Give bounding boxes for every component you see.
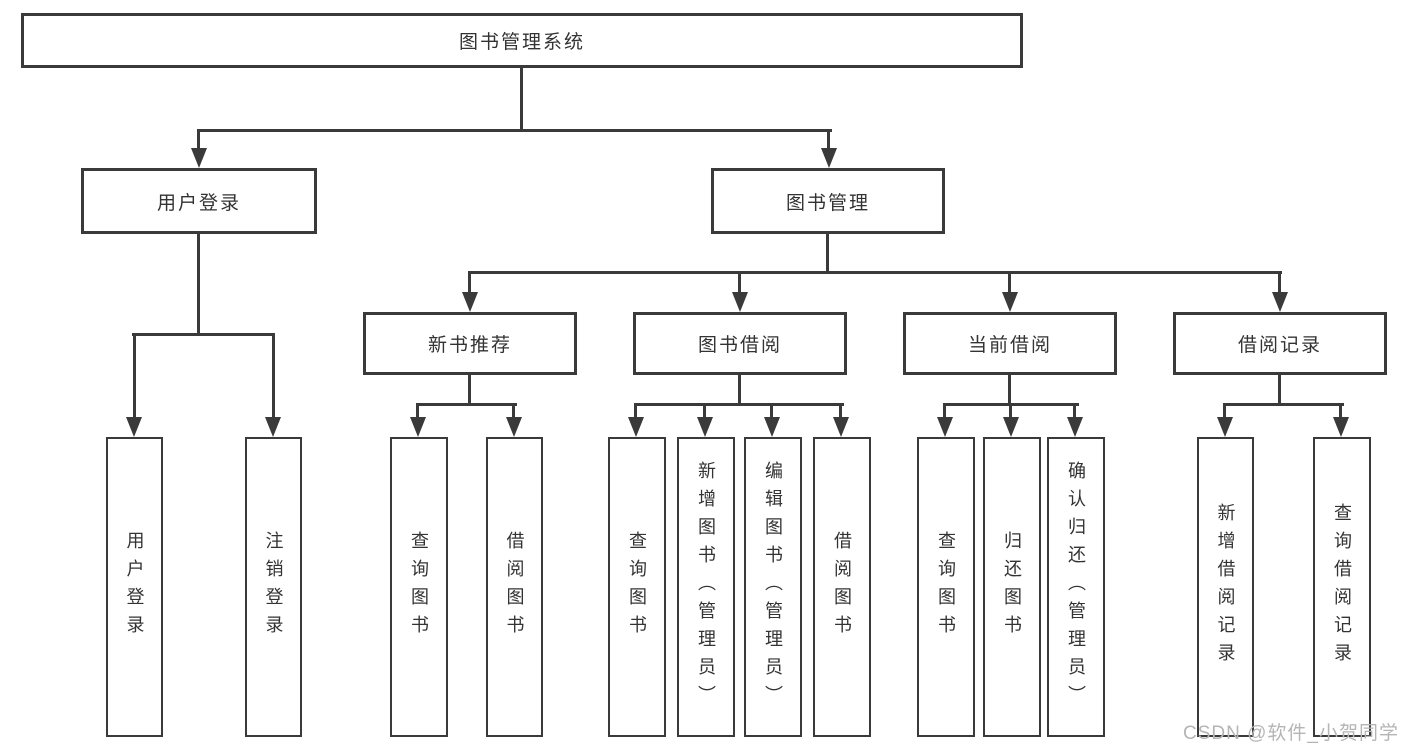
leaf-label: 归还图书	[1002, 531, 1022, 643]
arrowhead	[126, 417, 142, 437]
node-borrowing-borrow-books: 借阅图书	[813, 437, 871, 737]
node-current-borrowing: 当前借阅	[903, 312, 1117, 375]
arrowhead	[937, 417, 953, 437]
connector-line	[272, 333, 275, 419]
connector-line	[635, 403, 844, 406]
node-user-login: 用户登录	[81, 168, 317, 234]
leaf-label: 查询借阅记录	[1332, 503, 1352, 671]
connector-line	[1278, 271, 1281, 295]
connector-line	[468, 375, 471, 405]
node-logout: 注销登录	[245, 437, 302, 737]
connector-line	[770, 403, 773, 419]
connector-line	[197, 129, 200, 151]
connector-line	[1339, 403, 1342, 419]
connector-line	[826, 234, 829, 274]
node-confirm-return-admin: 确认归还（管理员）	[1047, 437, 1105, 737]
node-book-borrowing: 图书借阅	[633, 312, 847, 375]
connector-line	[634, 403, 637, 419]
connector-line	[416, 403, 419, 419]
leaf-label: 编辑图书（管理员）	[763, 461, 783, 713]
node-book-management: 图书管理	[711, 168, 945, 234]
leaf-label: 注销登录	[263, 531, 284, 643]
arrowhead	[1067, 417, 1083, 437]
leaf-label: 查询图书	[936, 531, 956, 643]
connector-line	[1223, 403, 1344, 406]
connector-line	[839, 403, 842, 419]
leaf-label: 确认归还（管理员）	[1066, 461, 1086, 713]
node-borrowing-records: 借阅记录	[1173, 312, 1387, 375]
connector-line	[1008, 271, 1011, 295]
node-current-query-books: 查询图书	[917, 437, 975, 737]
arrowhead	[1217, 417, 1233, 437]
connector-line	[468, 271, 1282, 274]
connector-line	[512, 403, 515, 419]
connector-line	[1223, 403, 1226, 419]
arrowhead	[697, 417, 713, 437]
csdn-watermark: CSDN @软件_小贺同学	[1183, 723, 1399, 744]
arrowhead	[462, 292, 478, 312]
node-user-login-leaf: 用户登录	[106, 437, 163, 737]
node-borrowing-query-books: 查询图书	[608, 437, 666, 737]
node-query-borrow-record: 查询借阅记录	[1313, 437, 1371, 737]
arrowhead	[191, 148, 207, 168]
connector-line	[1278, 375, 1281, 405]
arrowhead	[265, 417, 281, 437]
connector-line	[468, 271, 471, 295]
arrowhead	[1002, 292, 1018, 312]
arrowhead	[410, 417, 426, 437]
connector-line	[943, 403, 946, 419]
arrowhead	[1003, 417, 1019, 437]
connector-line	[133, 333, 136, 419]
connector-line	[703, 403, 706, 419]
connector-line	[520, 68, 523, 130]
connector-line	[1008, 375, 1011, 405]
node-add-borrow-record: 新增借阅记录	[1197, 437, 1254, 737]
node-return-books: 归还图书	[983, 437, 1041, 737]
leaf-label: 新增借阅记录	[1215, 503, 1236, 671]
connector-line	[738, 375, 741, 405]
connector-line	[1073, 403, 1076, 419]
arrowhead	[1272, 292, 1288, 312]
node-recommend-borrow-books: 借阅图书	[486, 437, 543, 737]
arrowhead	[628, 417, 644, 437]
connector-line	[132, 333, 275, 336]
node-edit-books-admin: 编辑图书（管理员）	[744, 437, 802, 737]
leaf-label: 查询图书	[627, 531, 647, 643]
leaf-label: 借阅图书	[832, 531, 852, 643]
node-add-books-admin: 新增图书（管理员）	[677, 437, 735, 737]
arrowhead	[732, 292, 748, 312]
arrowhead	[506, 417, 522, 437]
connector-line	[827, 129, 830, 151]
connector-line	[738, 271, 741, 295]
connector-line	[197, 233, 200, 335]
connector-line	[1009, 403, 1012, 419]
arrowhead	[821, 148, 837, 168]
node-library-system: 图书管理系统	[21, 13, 1023, 68]
node-new-book-recommend: 新书推荐	[363, 312, 577, 375]
connector-line	[197, 129, 832, 132]
arrowhead	[764, 417, 780, 437]
node-recommend-query-books: 查询图书	[390, 437, 448, 737]
connector-line	[416, 403, 517, 406]
arrowhead	[833, 417, 849, 437]
arrowhead	[1333, 417, 1349, 437]
leaf-label: 用户登录	[124, 531, 145, 643]
leaf-label: 借阅图书	[504, 531, 525, 643]
leaf-label: 查询图书	[409, 531, 429, 643]
leaf-label: 新增图书（管理员）	[696, 461, 716, 713]
